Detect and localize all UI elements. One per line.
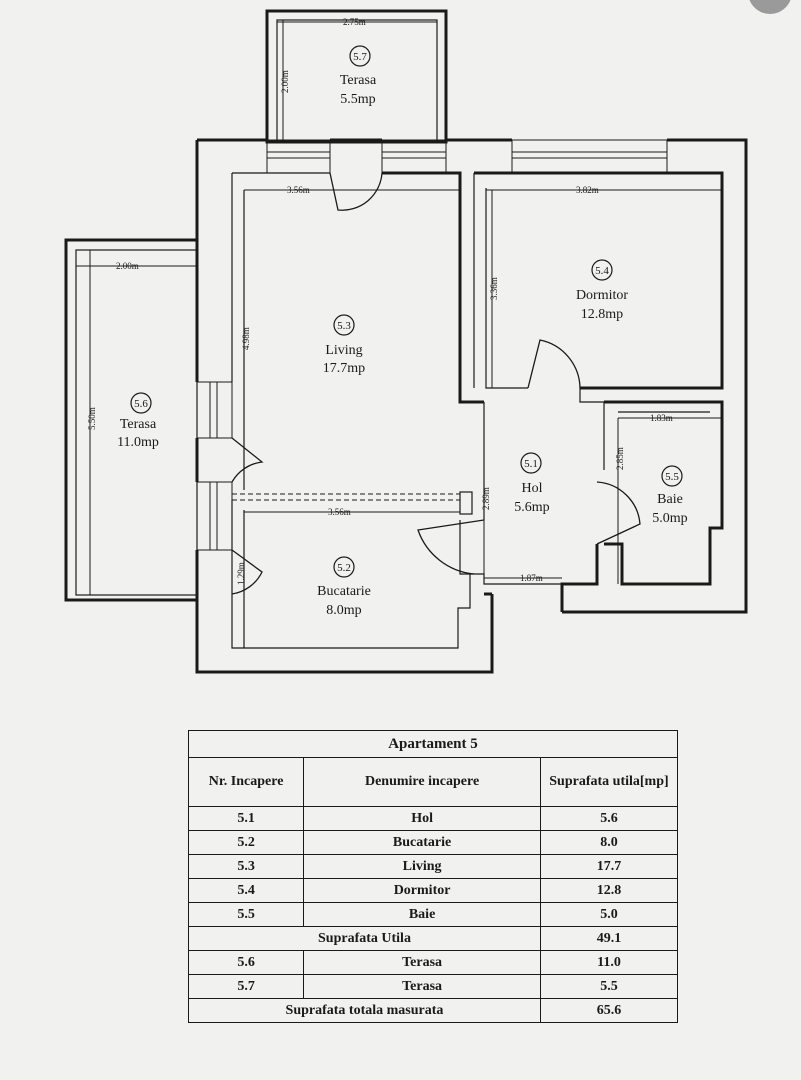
- room-area: 8.0mp: [326, 603, 361, 618]
- room-number: 5.3: [337, 320, 351, 332]
- row-nr: 5.7: [187, 974, 305, 999]
- total-value: 65.6: [539, 998, 679, 1023]
- row-nr: 5.6: [187, 950, 305, 975]
- table-title: Apartament 5: [188, 730, 678, 758]
- dim-3-82: 3.82m: [576, 185, 599, 195]
- room-number: 5.2: [337, 562, 351, 574]
- room-name: Baie: [657, 492, 683, 507]
- room-name: Dormitor: [576, 288, 628, 303]
- row-name: Bucatarie: [303, 830, 541, 855]
- row-nr: 5.5: [187, 902, 305, 927]
- header-area: Suprafata utila[mp]: [539, 757, 679, 807]
- subtotal-row: Suprafata Utila 49.1: [188, 926, 679, 951]
- room-area: 5.5mp: [340, 92, 375, 107]
- row-name: Dormitor: [303, 878, 541, 903]
- dim-1-29: 1.29m: [236, 562, 246, 585]
- table-row: 5.6 Terasa 11.0: [187, 950, 679, 975]
- room-label-5-6: 5.6 Terasa 11.0mp: [117, 392, 159, 450]
- row-nr: 5.4: [187, 878, 305, 903]
- doors: [231, 172, 641, 595]
- terrace-top: [265, 9, 448, 144]
- room-area: 11.0mp: [117, 435, 159, 450]
- row-area: 17.7: [539, 854, 679, 879]
- exterior-walls: [195, 138, 748, 674]
- dim-3-56-living: 3.56m: [287, 185, 310, 195]
- table-title-row: Apartament 5: [188, 730, 678, 758]
- room-name: Bucatarie: [317, 584, 371, 599]
- row-area: 12.8: [539, 878, 679, 903]
- dim-2-85: 2.85m: [615, 447, 625, 470]
- subtotal-label: Suprafata Utila: [188, 926, 541, 951]
- room-number: 5.7: [353, 51, 367, 63]
- table-row: 5.5 Baie 5.0: [187, 902, 679, 927]
- dim-1-83: 1.83m: [650, 413, 673, 423]
- room-area: 12.8mp: [581, 307, 623, 322]
- row-area: 8.0: [539, 830, 679, 855]
- room-label-5-2: 5.2 Bucatarie 8.0mp: [317, 556, 371, 618]
- table-row: 5.3 Living 17.7: [187, 854, 679, 879]
- dim-2-75: 2.75m: [343, 17, 366, 27]
- dim-1-87: 1.87m: [520, 573, 543, 583]
- dim-2-00-top: 2.00m: [280, 70, 290, 93]
- interior-walls: [231, 171, 724, 649]
- room-name: Terasa: [120, 417, 157, 432]
- row-area: 5.6: [539, 806, 679, 831]
- row-name: Living: [303, 854, 541, 879]
- dim-2-89: 2.89m: [481, 487, 491, 510]
- row-name: Terasa: [303, 974, 541, 999]
- table-row: 5.2 Bucatarie 8.0: [187, 830, 679, 855]
- table-row: 5.1 Hol 5.6: [187, 806, 679, 831]
- dim-5-50: 5.50m: [87, 407, 97, 430]
- room-name: Terasa: [340, 73, 377, 88]
- dim-3-36: 3.36m: [489, 277, 499, 300]
- room-name: Living: [325, 343, 362, 358]
- room-number: 5.1: [524, 458, 538, 470]
- row-nr: 5.1: [187, 806, 305, 831]
- room-number: 5.5: [665, 471, 679, 483]
- header-nr: Nr. Incapere: [187, 757, 305, 807]
- dim-4-98: 4.98m: [241, 327, 251, 350]
- row-nr: 5.2: [187, 830, 305, 855]
- room-area: 5.0mp: [652, 511, 687, 526]
- row-nr: 5.3: [187, 854, 305, 879]
- row-name: Baie: [303, 902, 541, 927]
- room-number: 5.6: [134, 398, 148, 410]
- area-table: Apartament 5 Nr. Incapere Denumire incap…: [187, 730, 679, 1023]
- dimension-lines: [76, 20, 722, 600]
- dimension-labels: 2.75m 2.00m 3.56m 3.82m 2.00m 3.36m 4.98…: [87, 17, 673, 585]
- room-label-5-3: 5.3 Living 17.7mp: [323, 314, 365, 376]
- table-row: 5.7 Terasa 5.5: [187, 974, 679, 999]
- room-area: 5.6mp: [514, 500, 549, 515]
- room-name: Hol: [522, 481, 543, 496]
- row-area: 5.5: [539, 974, 679, 999]
- floor-plan: 2.75m 2.00m 3.56m 3.82m 2.00m 3.36m 4.98…: [64, 0, 791, 674]
- room-number: 5.4: [595, 265, 609, 277]
- header-name: Denumire incapere: [303, 757, 541, 807]
- dim-3-56-kitchen: 3.56m: [328, 507, 351, 517]
- table-header-row: Nr. Incapere Denumire incapere Suprafata…: [187, 757, 679, 807]
- dim-2-00-left: 2.00m: [116, 261, 139, 271]
- corner-mark: [749, 0, 791, 14]
- row-name: Terasa: [303, 950, 541, 975]
- table-row: 5.4 Dormitor 12.8: [187, 878, 679, 903]
- room-label-5-5: 5.5 Baie 5.0mp: [652, 465, 688, 526]
- row-area: 11.0: [539, 950, 679, 975]
- row-name: Hol: [303, 806, 541, 831]
- row-area: 5.0: [539, 902, 679, 927]
- room-label-5-7: 5.7 Terasa 5.5mp: [340, 45, 377, 107]
- room-label-5-1: 5.1 Hol 5.6mp: [514, 452, 550, 515]
- room-label-5-4: 5.4 Dormitor 12.8mp: [576, 259, 628, 322]
- subtotal-value: 49.1: [539, 926, 679, 951]
- total-label: Suprafata totala masurata: [188, 998, 541, 1023]
- total-row: Suprafata totala masurata 65.6: [188, 998, 679, 1023]
- room-area: 17.7mp: [323, 361, 365, 376]
